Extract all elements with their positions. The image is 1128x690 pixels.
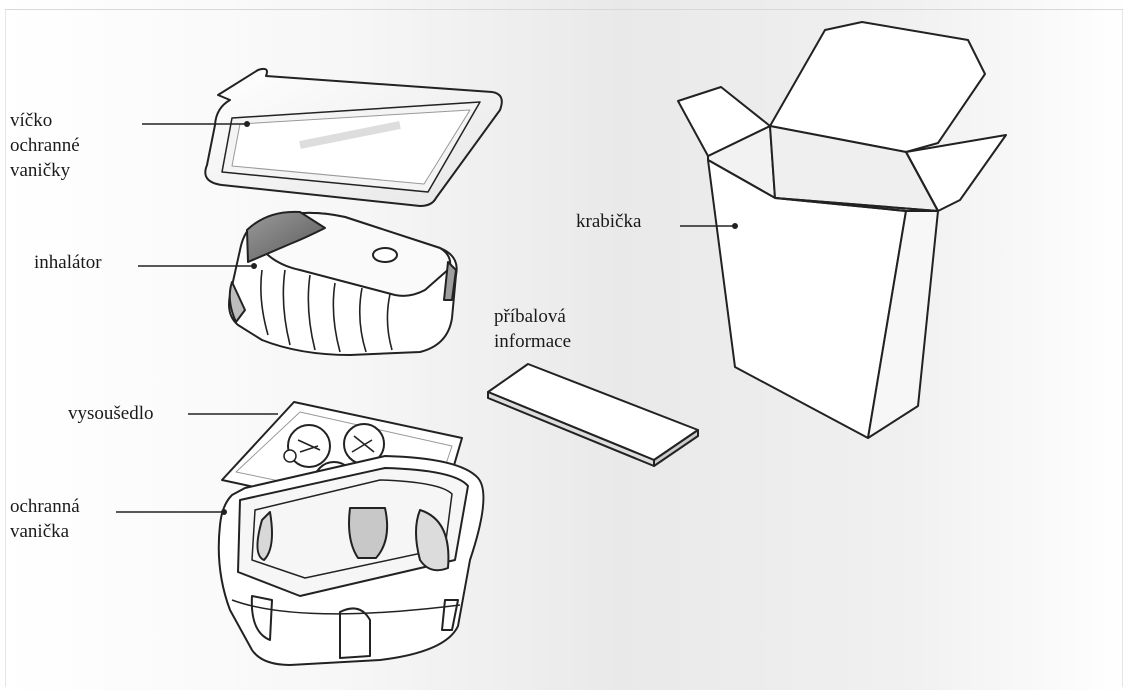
carton-box <box>678 22 1006 438</box>
label-tray: ochranná vanička <box>10 494 80 544</box>
label-desiccant: vysoušedlo <box>68 401 154 426</box>
label-leaflet: příbalová informace <box>494 304 571 354</box>
label-lid-line-3: vaničky <box>10 158 80 183</box>
label-lid-line-1: víčko <box>10 108 80 133</box>
label-inhaler: inhalátor <box>34 250 102 275</box>
label-tray-line-1: ochranná <box>10 494 80 519</box>
label-tray-line-2: vanička <box>10 519 80 544</box>
inhaler-device <box>229 212 457 355</box>
label-lid-line-2: ochranné <box>10 133 80 158</box>
label-box: krabička <box>576 209 641 234</box>
label-leaflet-line-2: informace <box>494 329 571 354</box>
package-leaflet <box>488 364 698 466</box>
tray-lid <box>205 69 501 206</box>
protective-tray <box>219 456 484 665</box>
label-lid: víčko ochranné vaničky <box>10 108 80 183</box>
label-leaflet-line-1: příbalová <box>494 304 571 329</box>
